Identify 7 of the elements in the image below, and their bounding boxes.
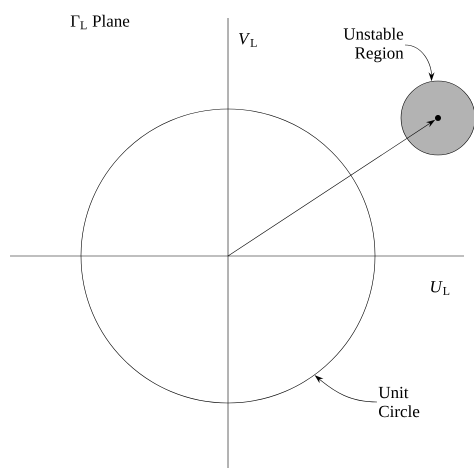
- plane-label: Γ$_{L}$ Plane: [70, 14, 130, 30]
- region-label: Unstable Region: [344, 28, 404, 62]
- unstable-region-circle: [400, 80, 474, 156]
- axis-label: U$_{L}$: [431, 281, 450, 295]
- axis-label: V$_{L}$: [239, 33, 257, 47]
- circle-label: Unit Circle: [378, 386, 420, 418]
- unit-circle: [80, 108, 376, 404]
